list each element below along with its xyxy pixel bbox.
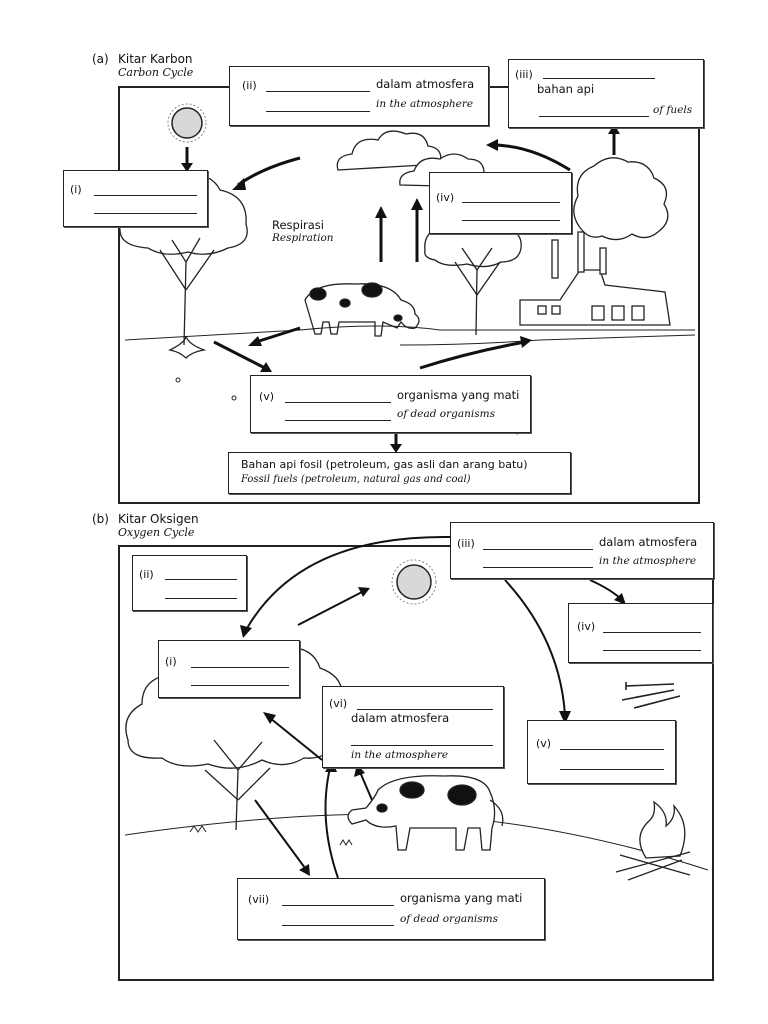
answer-blank[interactable] <box>483 567 593 568</box>
oxygen-box-ii: (ii) <box>132 555 247 611</box>
answer-blank[interactable] <box>483 549 593 550</box>
answer-blank[interactable] <box>560 769 664 770</box>
answer-blank[interactable] <box>191 667 289 668</box>
oxygen-box-vii-number: (vii) <box>248 893 269 906</box>
oxygen-box-vi: (vi) dalam atmosfera in the atmosphere <box>322 686 504 768</box>
campfire-icon <box>616 802 690 880</box>
oxygen-box-vii-en: of dead organisms <box>400 913 498 925</box>
answer-blank[interactable] <box>603 632 701 633</box>
oxygen-box-ii-number: (ii) <box>139 568 154 581</box>
oxygen-box-iii-en: in the atmosphere <box>599 555 696 567</box>
answer-blank[interactable] <box>282 925 394 926</box>
answer-blank[interactable] <box>603 650 701 651</box>
nails-icon <box>622 682 680 708</box>
oxygen-box-vi-number: (vi) <box>329 697 347 710</box>
answer-blank[interactable] <box>165 598 237 599</box>
oxygen-box-vii: (vii) organisma yang mati of dead organi… <box>237 878 545 940</box>
oxygen-box-i-number: (i) <box>165 655 177 668</box>
oxygen-box-iii-ms: dalam atmosfera <box>599 535 697 549</box>
oxygen-box-iv-number: (iv) <box>577 620 595 633</box>
oxygen-box-iii: (iii) dalam atmosfera in the atmosphere <box>450 522 714 579</box>
oxygen-box-v-number: (v) <box>536 737 551 750</box>
answer-blank[interactable] <box>191 685 289 686</box>
answer-blank[interactable] <box>351 745 493 746</box>
answer-blank[interactable] <box>357 709 493 710</box>
oxygen-box-vii-ms: organisma yang mati <box>400 891 522 905</box>
answer-blank[interactable] <box>165 579 237 580</box>
sun-icon <box>392 560 436 604</box>
cow-icon <box>348 776 503 850</box>
oxygen-box-iv: (iv) <box>568 603 713 663</box>
oxygen-box-v: (v) <box>527 720 676 784</box>
oxygen-box-i: (i) <box>158 640 300 698</box>
oxygen-box-vi-en: in the atmosphere <box>351 749 448 761</box>
oxygen-box-iii-number: (iii) <box>457 537 475 550</box>
answer-blank[interactable] <box>560 749 664 750</box>
oxygen-box-vi-ms: dalam atmosfera <box>351 711 449 725</box>
answer-blank[interactable] <box>282 905 394 906</box>
